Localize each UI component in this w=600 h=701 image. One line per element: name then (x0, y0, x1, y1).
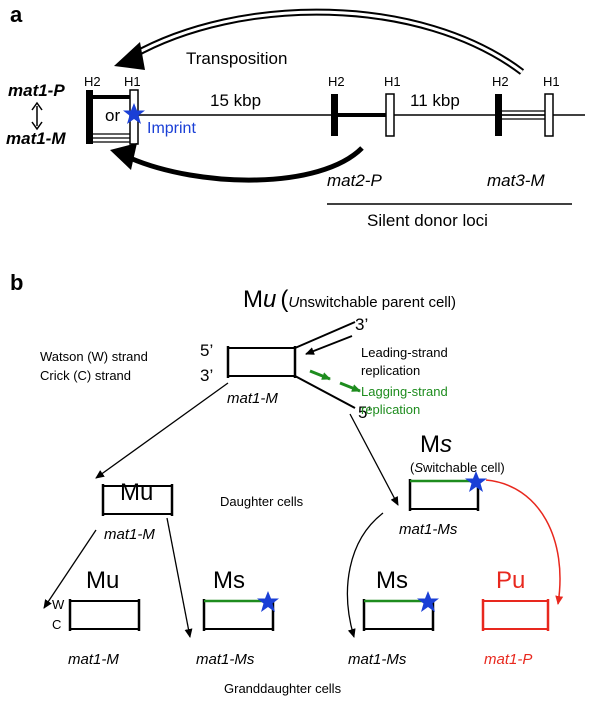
h2-right-label: H2 (492, 74, 509, 89)
parent-replication-fork (226, 321, 356, 409)
mat2-p-label: mat2-P (327, 171, 382, 190)
three-prime-left: 3’ (200, 366, 213, 385)
daughter-ms-locus-label: mat1-Ms (399, 521, 458, 538)
mat3-h1-box (544, 93, 554, 137)
transposition-arc (114, 8, 525, 75)
lagging-arrow-2 (339, 381, 361, 393)
panel-b-label: b (10, 270, 23, 295)
gd1-w-label: W (52, 597, 65, 612)
lagging-strand-label-1: Lagging-strand (361, 384, 448, 399)
parent-locus-label: mat1-M (227, 390, 278, 407)
watson-strand-label: Watson (W) strand (40, 349, 148, 364)
double-headed-arrow (31, 101, 43, 131)
five-prime-left: 5’ (200, 341, 213, 360)
h2-left-label: H2 (84, 74, 101, 89)
arrow-to-gd1 (43, 529, 97, 609)
arrow-to-gd3 (346, 512, 384, 638)
transposition-arrowhead (114, 42, 145, 70)
gd1-c-label: C (52, 617, 61, 632)
arrow-to-daughter-mu (95, 382, 229, 479)
five-prime-right: 5’ (358, 403, 371, 422)
h1-mid-label: H1 (384, 74, 401, 89)
gd3-label: Ms (376, 567, 408, 594)
transposition-label: Transposition (186, 49, 287, 68)
panel-b: b Mu(Unswitchable parent cell) Watson (W… (10, 270, 564, 696)
gd3-locus (362, 599, 435, 631)
gd4-locus (481, 599, 550, 631)
gd2-label: Ms (213, 567, 245, 594)
panel-a-label: a (10, 2, 23, 27)
mat1-h2-box (86, 90, 93, 144)
gd3-locus-label: mat1-Ms (348, 651, 407, 668)
h2-mid-label: H2 (328, 74, 345, 89)
granddaughter-cells-label: Granddaughter cells (224, 681, 342, 696)
h1-left-label: H1 (124, 74, 141, 89)
leading-strand-label-1: Leading-strand (361, 345, 448, 360)
mat3-m-label: mat3-M (487, 171, 545, 190)
gd4-locus-label: mat1-P (484, 651, 532, 668)
lagging-strand-label-2: replication (361, 402, 420, 417)
distance-11kbp: 11 kbp (410, 91, 460, 110)
arrow-to-daughter-ms (349, 413, 399, 506)
daughter-cells-label: Daughter cells (220, 494, 304, 509)
gd2-locus (202, 599, 275, 631)
daughter-mu-locus (101, 484, 174, 516)
distance-15kbp: 15 kbp (210, 91, 261, 110)
crick-strand-label: Crick (C) strand (40, 368, 131, 383)
leading-strand-arrow (305, 335, 353, 355)
mat1-m-label: mat1-M (6, 129, 66, 148)
or-label: or (105, 106, 120, 125)
gd1-locus (68, 599, 141, 631)
switchable-cell-title: Ms (420, 431, 452, 458)
daughter-mu-label: Mu (120, 479, 153, 506)
daughter-ms-locus (408, 479, 480, 511)
gd2-locus-label: mat1-Ms (196, 651, 255, 668)
mat3-m-allele-lines (502, 110, 545, 120)
mat3-h2-box (495, 94, 502, 136)
gd4-label: Pu (496, 567, 525, 594)
gd1-label: Mu (86, 567, 119, 594)
daughter-mu-locus-label: mat1-M (104, 526, 155, 543)
imprint-label: Imprint (147, 120, 196, 137)
h1-right-label: H1 (543, 74, 560, 89)
mat2-h1-box (385, 93, 395, 137)
lagging-arrow-1 (309, 369, 331, 381)
three-prime-right: 3’ (355, 315, 368, 334)
silent-donor-label: Silent donor loci (367, 211, 488, 230)
arrow-to-gd4 (485, 479, 564, 605)
mat1-p-label: mat1-P (8, 81, 65, 100)
gd1-locus-label: mat1-M (68, 651, 119, 668)
mat1-m-allele-lines (92, 133, 130, 143)
mat2-h2-box (331, 94, 338, 136)
parent-cell-title: Mu(Unswitchable parent cell) (243, 286, 456, 313)
switchable-cell-subtitle: (Switchable cell) (410, 460, 505, 475)
arrow-to-gd2 (166, 517, 193, 638)
mat2-to-mat1-arrow (110, 143, 364, 183)
panel-a: a Transposition mat1-P mat1-M H2 H1 or (6, 2, 585, 230)
leading-strand-label-2: replication (361, 363, 420, 378)
